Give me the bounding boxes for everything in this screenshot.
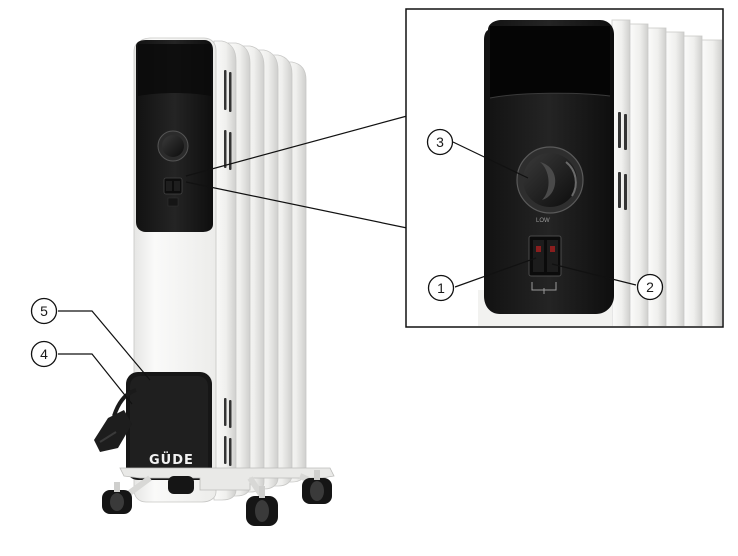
power-switches [163, 177, 183, 207]
brand-logo: GÜDE [149, 452, 194, 468]
callout-5: 5 [30, 297, 58, 325]
callout-1: 1 [427, 274, 455, 302]
control-panel [136, 40, 213, 232]
inset-power-switches [528, 235, 562, 294]
radiator-fins [213, 40, 307, 501]
callout-4: 4 [30, 340, 58, 368]
callout-2-label: 2 [646, 279, 654, 295]
inset-fins [611, 19, 722, 326]
callout-5-label: 5 [40, 303, 48, 319]
callout-1-label: 1 [437, 280, 445, 296]
callout-4-label: 4 [40, 346, 48, 362]
main-leader-lines [58, 310, 151, 405]
inset-thermostat-knob: LOW [516, 146, 584, 224]
callout-3-label: 3 [436, 134, 444, 150]
callout-2: 2 [636, 273, 664, 301]
zoom-connector-lines [185, 115, 408, 229]
callout-3: 3 [426, 128, 454, 156]
dial-low-mark: LOW [536, 218, 550, 224]
base-feet [102, 467, 335, 526]
cord-cover: GÜDE [126, 372, 212, 480]
power-cord [94, 388, 137, 452]
thermostat-knob [157, 130, 189, 162]
detail-inset: LOW [405, 8, 724, 328]
heater-main: GÜDE [94, 37, 335, 526]
inset-leader-lines [452, 141, 637, 288]
